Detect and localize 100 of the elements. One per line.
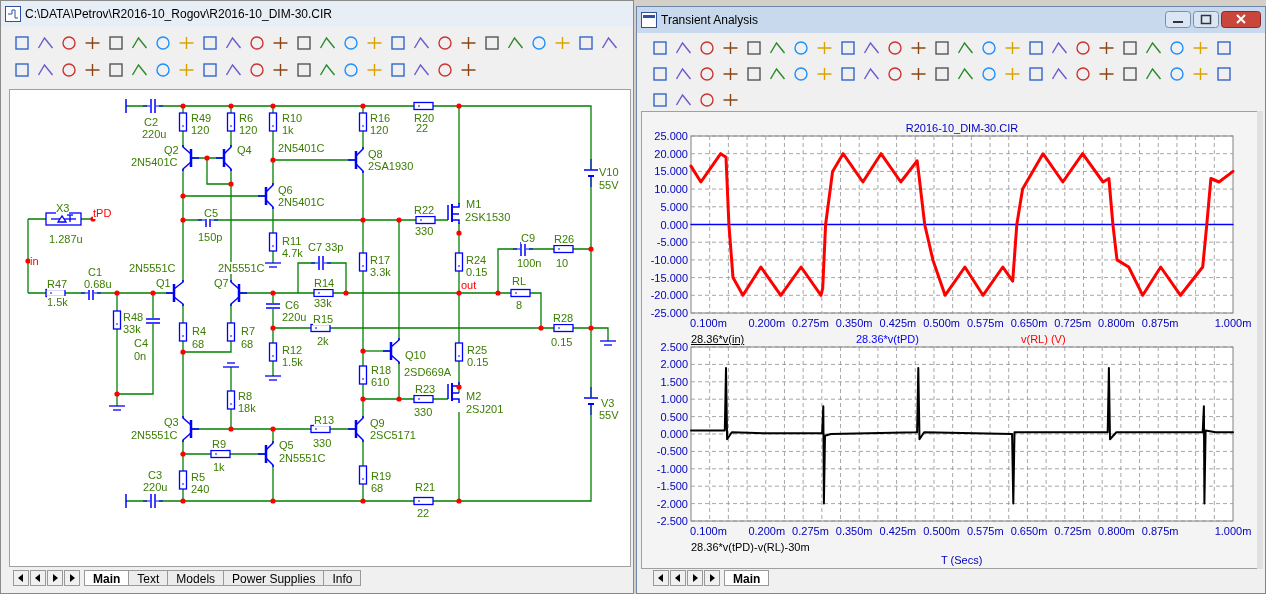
component-label: R13 <box>314 414 335 426</box>
axis-tick-label: 0.800m <box>1098 525 1135 537</box>
component-label: 2N5551C <box>218 262 265 274</box>
component-label: 120 <box>191 124 210 136</box>
component-label: Q5 <box>279 439 294 451</box>
component-label: 22 <box>416 122 429 134</box>
component-label: R26 <box>554 233 575 245</box>
axis-tick-label: 0.650m <box>1010 525 1048 537</box>
component-label: Q4 <box>237 144 252 156</box>
component-label: 2N5401C <box>278 142 325 154</box>
component-label: 55V <box>599 409 619 421</box>
component-label: 18k <box>238 402 256 414</box>
schematic-window <box>0 0 634 594</box>
axis-tick-label: 0.500 <box>659 410 688 423</box>
component-label: R10 <box>282 112 303 124</box>
component-label: 68 <box>241 338 254 350</box>
component-label: R21 <box>415 481 436 493</box>
axis-tick-label: 25.000 <box>653 130 688 142</box>
component-label: 0.15 <box>466 266 488 278</box>
component-label: 2SD669A <box>404 366 452 378</box>
window-title: C:\DATA\Petrov\R2016-10_Rogov\R2016-10_DIM-30.CIR <box>25 6 333 23</box>
axis-title: T (Secs) <box>941 553 983 568</box>
component-label: 55V <box>599 179 619 191</box>
axis-tick-label: 15.000 <box>653 165 688 178</box>
axis-tick-label: -5.000 <box>655 236 688 249</box>
axis-tick-label: 0.200m <box>748 525 786 537</box>
component-label: 610 <box>371 376 390 388</box>
component-label: Q1 <box>156 277 171 289</box>
axis-tick-label: 1.500 <box>659 375 688 388</box>
axis-tick-label: 0.000 <box>659 218 688 231</box>
component-label: C6 <box>285 299 300 311</box>
component-label: C1 <box>88 266 103 278</box>
component-label: 100n <box>517 257 542 269</box>
axis-tick-label: -25.000 <box>649 307 688 319</box>
component-label: 2N5551C <box>279 452 326 464</box>
component-label: 330 <box>414 406 433 418</box>
analysis-window <box>636 6 1266 594</box>
component-label: 1k <box>213 461 225 473</box>
axis-tick-label: 0.575m <box>966 525 1004 537</box>
component-label: 240 <box>191 483 210 495</box>
component-label: R14 <box>314 277 335 289</box>
component-label: V10 <box>599 166 619 178</box>
tab: Main <box>84 570 130 586</box>
axis-tick-label: -15.000 <box>649 271 688 284</box>
component-label: 120 <box>370 124 389 136</box>
window-title: Transient Analysis <box>661 12 758 29</box>
axis-tick-label: 0.425m <box>879 525 917 537</box>
component-label: Q10 <box>405 349 426 361</box>
component-label: C4 <box>134 337 149 349</box>
component-label: 2N5551C <box>129 262 176 274</box>
component-label: R28 <box>553 312 574 324</box>
component-label: 0n <box>134 350 147 362</box>
axis-tick-label: 0.500m <box>923 525 960 537</box>
component-label: 120 <box>239 124 258 136</box>
axis-tick-label: 0.350m <box>835 317 873 329</box>
axis-tick-label: 0.875m <box>1141 525 1179 537</box>
component-label: R22 <box>414 204 435 216</box>
component-label: 0.68u <box>84 278 112 290</box>
component-label: R5 <box>191 471 206 483</box>
axis-tick-label: 5.000 <box>659 200 688 213</box>
component-label: 0.15 <box>551 336 573 348</box>
component-label: 10 <box>556 257 569 269</box>
component-label: 4.7k <box>282 247 303 259</box>
axis-tick-label: 0.650m <box>1010 317 1048 329</box>
series-label: 28.36*v(tPD) <box>856 332 919 347</box>
component-label: Q2 <box>164 144 179 156</box>
component-label: 330 <box>313 437 332 449</box>
component-label: Q3 <box>164 416 179 428</box>
axis-tick-label: 0.425m <box>879 317 917 329</box>
component-label: 2N5401C <box>131 156 178 168</box>
component-label: C5 <box>204 207 219 219</box>
component-label: V3 <box>601 397 615 409</box>
component-label: 150p <box>198 231 223 243</box>
axis-tick-label: 2.500 <box>659 341 688 353</box>
axis-tick-label: -10.000 <box>649 253 688 266</box>
component-label: 2N5551C <box>131 429 178 441</box>
axis-tick-label: 2.000 <box>659 358 688 371</box>
axis-tick-label: 1.000m <box>1214 317 1252 329</box>
component-label: 2k <box>317 335 329 347</box>
component-label: 8 <box>516 299 523 311</box>
component-label: Q6 <box>278 184 293 196</box>
component-label: Q8 <box>368 148 383 160</box>
tab: Power Supplies <box>223 570 325 586</box>
component-label: 1k <box>282 124 294 136</box>
component-label: 2SK1530 <box>465 211 511 223</box>
component-label: R20 <box>414 112 435 124</box>
axis-tick-label: 0.500m <box>923 317 960 329</box>
component-label: 33k <box>314 297 332 309</box>
component-label: 1.5k <box>282 356 303 368</box>
component-label: 22 <box>417 507 430 519</box>
node-label: in <box>30 255 39 267</box>
axis-tick-label: -1.000 <box>655 462 688 475</box>
component-label: R16 <box>370 112 391 124</box>
component-label: 220u <box>142 128 167 140</box>
component-label: 0.15 <box>467 356 489 368</box>
component-label: C7 33p <box>308 241 344 253</box>
axis-tick-label: 0.275m <box>792 317 829 329</box>
component-label: 68 <box>192 338 205 350</box>
component-label: R25 <box>467 344 488 356</box>
axis-tick-label: 0.350m <box>835 525 873 537</box>
